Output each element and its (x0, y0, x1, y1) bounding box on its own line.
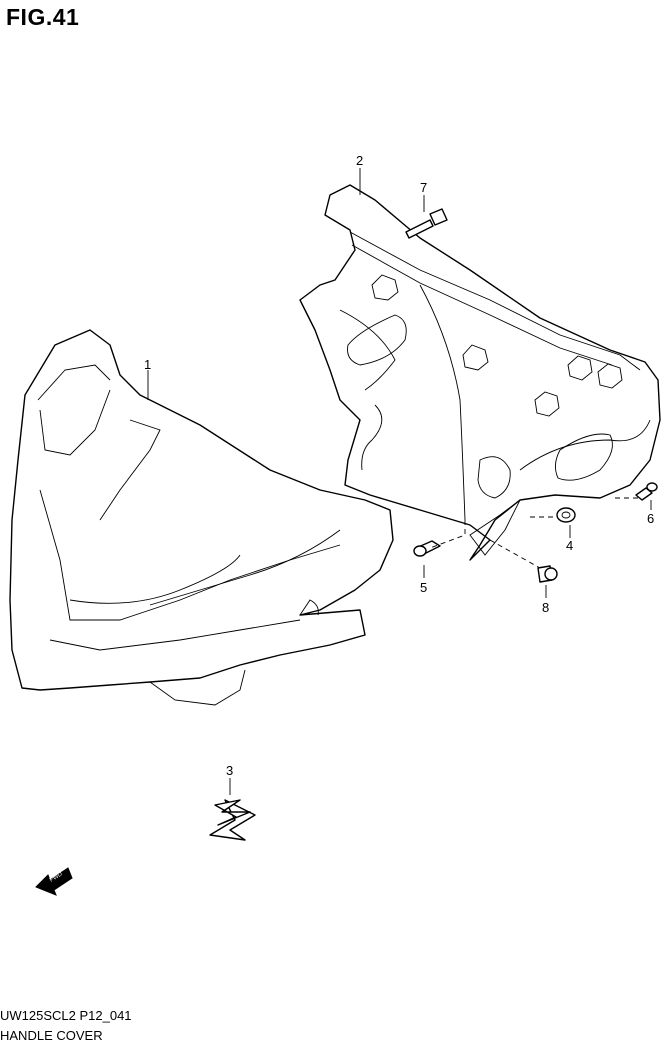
callout-2: 2 (356, 153, 363, 168)
leader-lines (147, 168, 652, 795)
part-1-front-cover (9, 329, 394, 706)
suzuki-emblem-icon (209, 799, 256, 841)
fastener-5-screw (413, 540, 441, 557)
callout-8: 8 (542, 600, 549, 615)
figure-code: UW125SCL2 P12_041 (0, 1008, 132, 1023)
fastener-4-clip (556, 507, 576, 523)
callout-3: 3 (226, 763, 233, 778)
figure-name: HANDLE COVER (0, 1028, 103, 1043)
callout-5: 5 (420, 580, 427, 595)
callout-6: 6 (647, 511, 654, 526)
part-2-rear-cover (299, 184, 661, 561)
fastener-8-rivet (537, 565, 558, 583)
callout-7: 7 (420, 180, 427, 195)
fastener-6-screw (635, 482, 658, 501)
callout-4: 4 (566, 538, 573, 553)
fwd-arrow-icon: FWD (35, 867, 73, 896)
fig-title: FIG.41 (6, 4, 80, 30)
callout-1: 1 (144, 357, 151, 372)
callouts: 1 2 3 4 5 6 7 8 (144, 153, 654, 778)
fastener-7-screw (405, 208, 448, 239)
